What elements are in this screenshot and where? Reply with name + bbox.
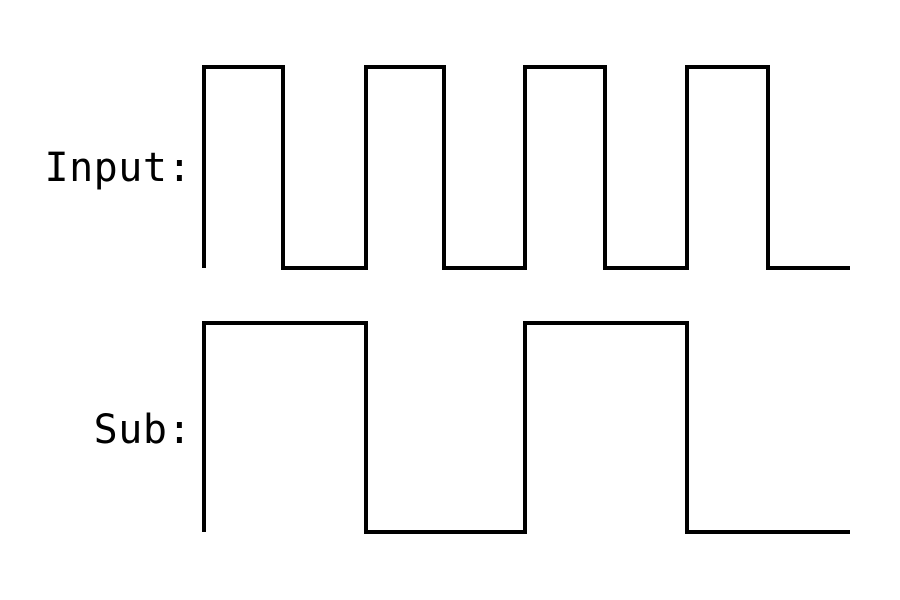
input-waveform-path (202, 65, 850, 270)
input-signal-label: Input: (44, 145, 192, 191)
sub-signal-label: Sub: (93, 407, 192, 453)
sub-waveform-path (202, 321, 850, 534)
